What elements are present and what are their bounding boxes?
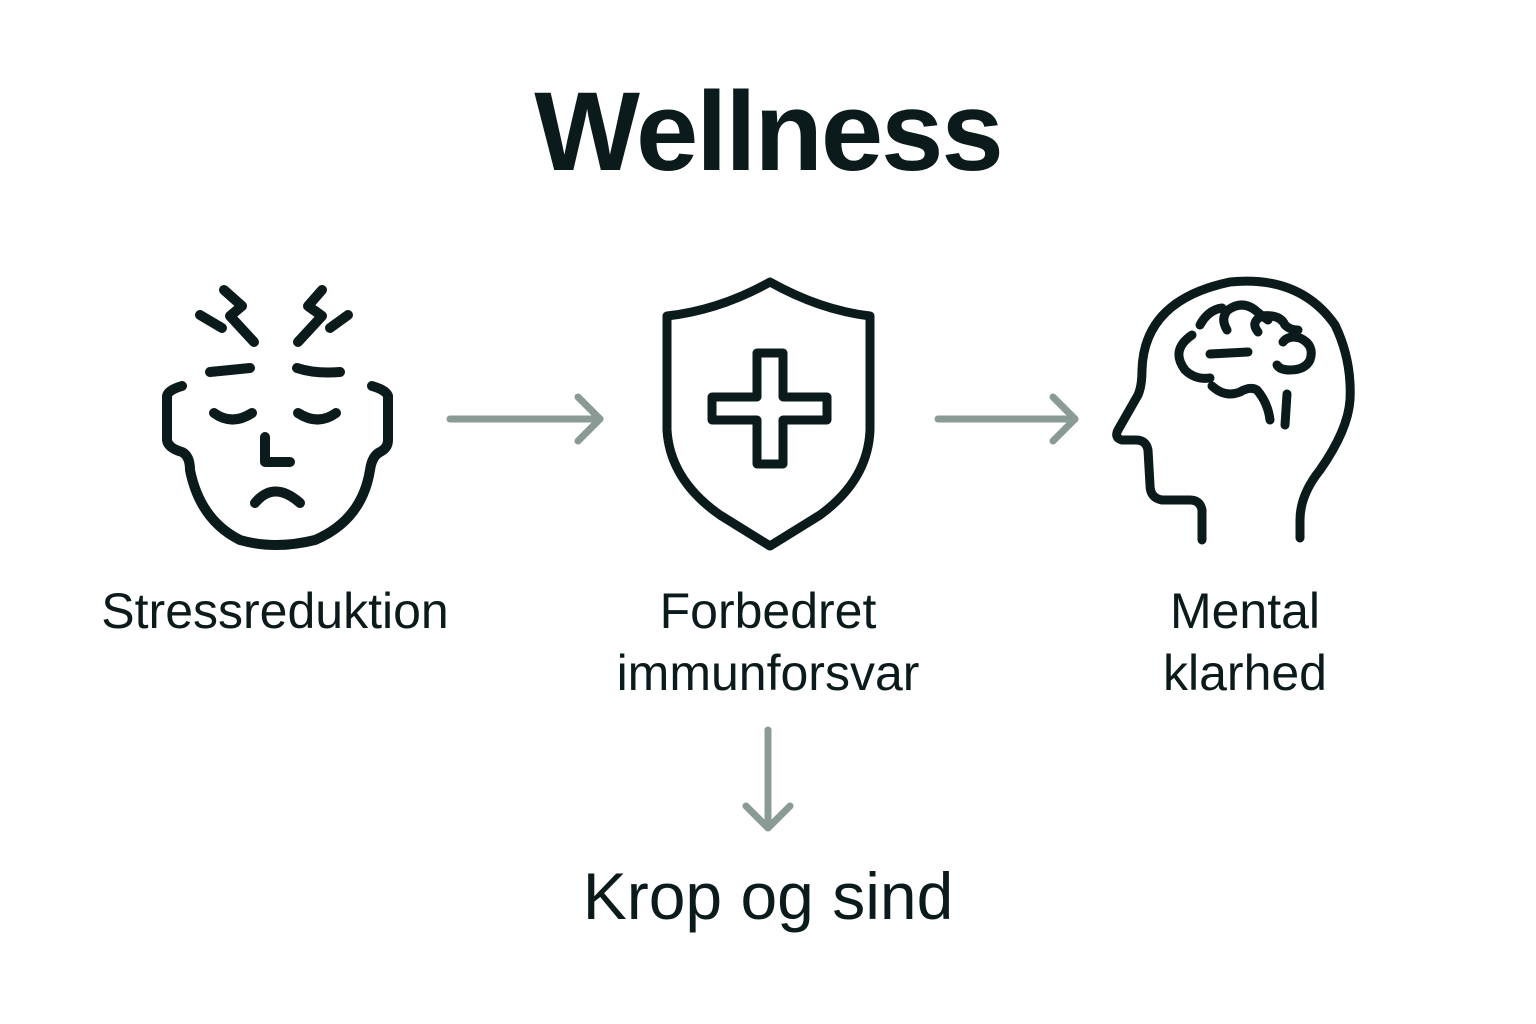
diagram-title: Wellness (534, 69, 1004, 194)
label-line-1: Forbedret (659, 583, 877, 639)
stressed-face-icon (162, 285, 393, 550)
head-brain-icon (1112, 276, 1355, 545)
arrow-right-icon (934, 393, 1079, 445)
result-label: Krop og sind (582, 859, 954, 933)
node-label-mental-klarhed: Mental klarhed (1100, 580, 1390, 704)
label-line-2: klarhed (1163, 645, 1327, 701)
node-label-stressreduktion: Stressreduktion (40, 580, 510, 642)
label-line-2: immunforsvar (616, 645, 920, 701)
label-line-1: Mental (1169, 583, 1321, 639)
arrow-down-icon (742, 726, 794, 832)
arrow-right-icon (446, 393, 604, 445)
shield-plus-icon (662, 277, 875, 551)
label-text: Stressreduktion (101, 583, 449, 639)
node-label-immunforsvar: Forbedret immunforsvar (545, 580, 991, 704)
